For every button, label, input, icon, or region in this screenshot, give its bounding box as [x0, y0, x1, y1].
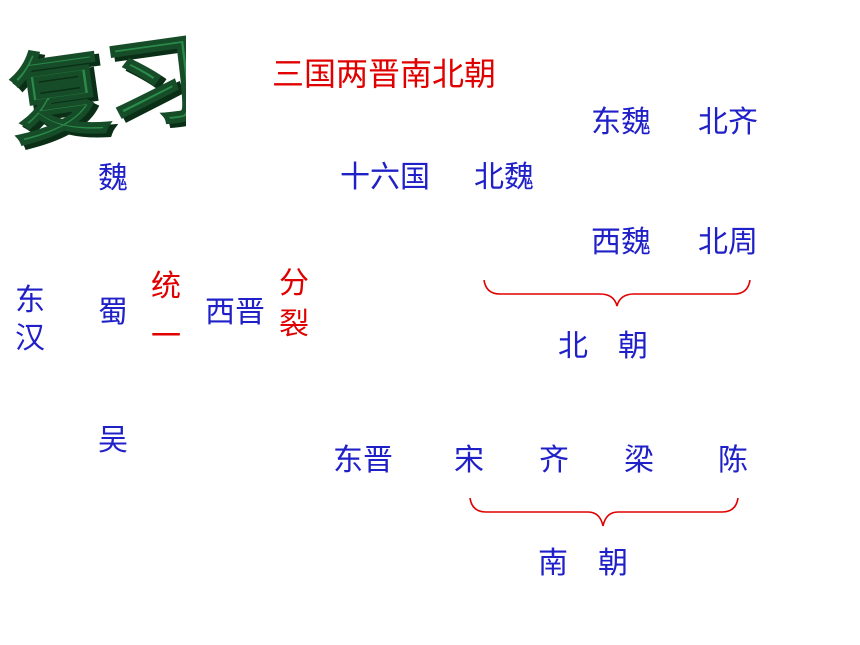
dynasty-shiliuguo: 十六国 — [340, 160, 430, 195]
dynasty-qi: 齐 — [539, 443, 569, 478]
dynasty-liang: 梁 — [624, 443, 654, 478]
dynasty-wu: 吴 — [98, 423, 128, 458]
dynasty-beiqi: 北齐 — [698, 105, 758, 140]
group-north-label: 北 朝 — [558, 329, 648, 364]
dynasty-dongjin: 东晋 — [333, 443, 393, 478]
logo-text-face: 复习 — [6, 21, 186, 158]
dynasty-wei: 魏 — [98, 161, 128, 196]
dynasty-song: 宋 — [454, 443, 484, 478]
group-south-label: 南 朝 — [538, 546, 628, 581]
page-title: 三国两晋南北朝 — [272, 55, 497, 93]
fuxi-review-logo-icon: 复习 复习 — [6, 20, 186, 158]
dynasty-shu: 蜀 — [98, 295, 128, 330]
dynasty-donghan: 东汉 — [15, 283, 45, 356]
label-tongyi: 统一 — [151, 269, 181, 354]
dynasty-dongwei: 东魏 — [591, 105, 651, 140]
dynasty-chen: 陈 — [718, 443, 748, 478]
dynasty-xiwei: 西魏 — [591, 225, 651, 260]
south-brace — [469, 497, 739, 527]
north-brace — [483, 279, 751, 307]
label-fenlie: 分裂 — [279, 266, 309, 342]
dynasty-beizhou: 北周 — [698, 225, 758, 260]
dynasty-xijin: 西晋 — [205, 295, 265, 330]
dynasty-beiwei: 北魏 — [474, 160, 534, 195]
